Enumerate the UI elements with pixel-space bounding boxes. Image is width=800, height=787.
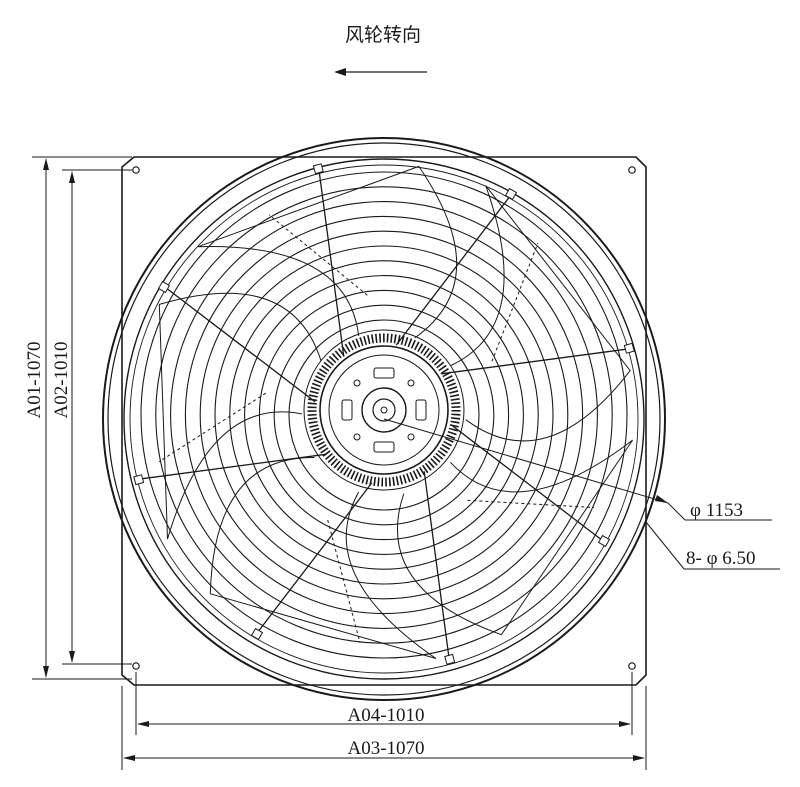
dimension-lines-vertical (32, 156, 132, 680)
guard-spoke (452, 425, 601, 540)
guard-ring (229, 260, 539, 570)
dimension-a04-label: A04-1010 (347, 705, 424, 726)
dimension-a02-label: A02-1010 (51, 341, 72, 418)
guard-spoke (142, 453, 327, 480)
mount-holes-label: 8- φ 6.50 (686, 548, 756, 569)
guard-spoke (258, 482, 373, 631)
dimension-a03-label: A03-1070 (347, 738, 424, 759)
guard-clips (133, 163, 635, 665)
fan-blade (198, 165, 458, 339)
guard-ring (199, 230, 569, 600)
guard-ring (170, 201, 598, 629)
rotation-direction-label: 风轮转向 (345, 24, 421, 46)
guard-spoke (423, 471, 450, 656)
guard-ring (184, 215, 584, 615)
guard-clip (250, 627, 264, 641)
fan-blade (450, 185, 631, 442)
guard-clip (133, 474, 145, 486)
fan-blade (209, 456, 437, 659)
guard-clip (504, 187, 518, 201)
guard-ring (244, 275, 524, 555)
guard-spoke (167, 288, 316, 403)
outer-rings (102, 137, 666, 701)
guard-ring (273, 304, 495, 526)
guard-clip (312, 163, 324, 175)
rotation-arrow-icon (334, 68, 427, 76)
guard-ring (288, 319, 480, 511)
mounting-holes (132, 166, 636, 670)
guard-spoke (318, 172, 345, 357)
guard-rings (140, 171, 628, 659)
guard-spoke (395, 197, 510, 346)
fan-blade (396, 439, 634, 636)
blade-rib (467, 499, 595, 508)
dimension-a01-label: A01-1070 (24, 341, 45, 418)
guard-ring (214, 245, 554, 585)
guard-clip (597, 534, 611, 548)
guard-clip (623, 342, 635, 354)
motor-hub (303, 329, 465, 491)
guard-spoke (441, 348, 626, 375)
guard-clip (157, 280, 171, 294)
fan-blades (158, 165, 634, 659)
callout-leaders (383, 418, 780, 570)
mounting-plate (121, 156, 647, 686)
guard-clip (444, 653, 456, 665)
guard-ring (140, 171, 628, 659)
outer-diameter-label: φ 1153 (690, 500, 743, 521)
fan-blade (158, 292, 322, 540)
dimension-lines-horizontal (121, 672, 647, 770)
guard-spokes (142, 172, 626, 656)
